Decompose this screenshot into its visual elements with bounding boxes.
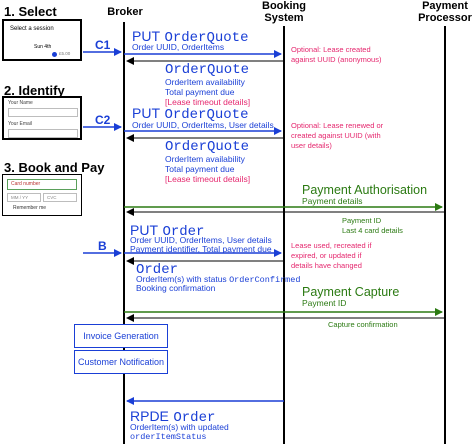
rpde-line2: orderItemStatus: [130, 432, 207, 442]
r2-line1: OrderItem availability: [165, 154, 245, 164]
thumb-email-field: [8, 129, 78, 138]
m2-verb: PUT: [132, 105, 160, 121]
n2-line3: user details): [291, 141, 332, 150]
m3-verb: PUT: [130, 222, 158, 238]
r3-line1: OrderItem(s) with status OrderConfirmed: [136, 275, 300, 285]
rpde-order-label: RPDE Order: [130, 409, 215, 425]
payment-header-line2: Processor: [418, 12, 472, 24]
thumb-expiry-placeholder: MM / YY: [11, 195, 29, 200]
booking-header-line2: System: [264, 12, 304, 24]
customer-notification-box: Customer Notification: [74, 350, 168, 374]
radio-selected-icon: [52, 52, 57, 57]
n1-line1: Optional: Lease created: [291, 45, 371, 54]
put-orderquote-1-label: PUT OrderQuote: [132, 29, 248, 45]
marker-b: B: [98, 239, 107, 253]
n2-line2: created against UUID (with: [291, 131, 381, 140]
book-pay-thumbnail: Card number MM / YY CVC Remember me: [2, 174, 82, 216]
payment-authorisation-detail: Payment details: [302, 196, 363, 206]
n2-line1: Optional: Lease renewed or: [291, 121, 384, 130]
m3-line1: Order UUID, OrderItems, User details: [130, 235, 272, 245]
m3-line2: Payment identifier, Total payment due: [130, 244, 272, 254]
thumb-price: £5.00: [59, 51, 71, 56]
thumb-date: Sun 4th: [34, 44, 52, 50]
thumb-cvc-field: CVC: [43, 193, 77, 202]
r1-line3: [Lease timeout details]: [165, 97, 251, 107]
n1-line2: against UUID (anonymous): [291, 55, 382, 64]
marker-c1: C1: [95, 38, 111, 52]
pa-return-line2: Last 4 card details: [342, 226, 403, 235]
thumb-name-label: Your Name: [8, 100, 33, 106]
thumb-expiry-field: MM / YY: [7, 193, 41, 202]
booking-header-line1: Booking: [262, 0, 306, 12]
invoice-generation-box: Invoice Generation: [74, 324, 168, 348]
r2-line2: Total payment due: [165, 164, 235, 174]
r1-line2: Total payment due: [165, 87, 235, 97]
step-identify-title: 2. Identify: [4, 83, 65, 98]
thumb-card-field: Card number: [7, 179, 77, 190]
payment-authorisation-title: Payment Authorisation: [302, 183, 428, 197]
thumb-select-title: Select a session: [10, 26, 54, 32]
m1-obj: OrderQuote: [164, 30, 249, 46]
broker-header: Broker: [107, 6, 143, 18]
step-select-title: 1. Select: [4, 4, 57, 19]
m3-obj: Order: [162, 224, 205, 240]
identify-thumbnail: Your Name Your Email: [2, 96, 82, 140]
rpde-obj: Order: [173, 410, 216, 426]
step-book-title: 3. Book and Pay: [4, 160, 105, 175]
r3-line1-code: OrderConfirmed: [229, 275, 301, 285]
payment-header-line1: Payment: [422, 0, 468, 12]
thumb-cvc-placeholder: CVC: [47, 195, 57, 200]
select-session-thumbnail: Select a session Sun 4th £5.00: [2, 19, 82, 61]
m2-detail: Order UUID, OrderItems, User details: [132, 120, 274, 130]
n3-line3: details have changed: [291, 261, 362, 270]
m1-verb: PUT: [132, 28, 160, 44]
put-orderquote-2-label: PUT OrderQuote: [132, 106, 248, 122]
r2-obj: OrderQuote: [165, 139, 250, 155]
thumb-remember-label: Remember me: [13, 205, 47, 211]
m1-detail: Order UUID, OrderItems: [132, 42, 225, 52]
pc-return-line1: Capture confirmation: [328, 320, 398, 329]
r1-obj: OrderQuote: [165, 62, 250, 78]
payment-capture-title: Payment Capture: [302, 285, 400, 299]
r1-line1: OrderItem availability: [165, 77, 245, 87]
marker-c2: C2: [95, 113, 111, 127]
n3-line2: expired, or updated if: [291, 251, 362, 260]
thumb-card-placeholder: Card number: [11, 181, 41, 187]
thumb-name-field: [8, 108, 78, 117]
n3-line1: Lease used, recreated if: [291, 241, 372, 250]
r3-line1-text: OrderItem(s) with status: [136, 274, 227, 284]
payment-capture-detail: Payment ID: [302, 298, 347, 308]
m2-obj: OrderQuote: [164, 107, 249, 123]
rpde-verb: RPDE: [130, 408, 169, 424]
put-order-label: PUT Order: [130, 223, 204, 239]
r3-obj: Order: [136, 262, 179, 278]
r2-line3: [Lease timeout details]: [165, 174, 251, 184]
r3-line2: Booking confirmation: [136, 283, 216, 293]
pa-return-line1: Payment ID: [342, 216, 382, 225]
rpde-line1: OrderItem(s) with updated: [130, 422, 229, 432]
thumb-email-label: Your Email: [8, 121, 32, 127]
